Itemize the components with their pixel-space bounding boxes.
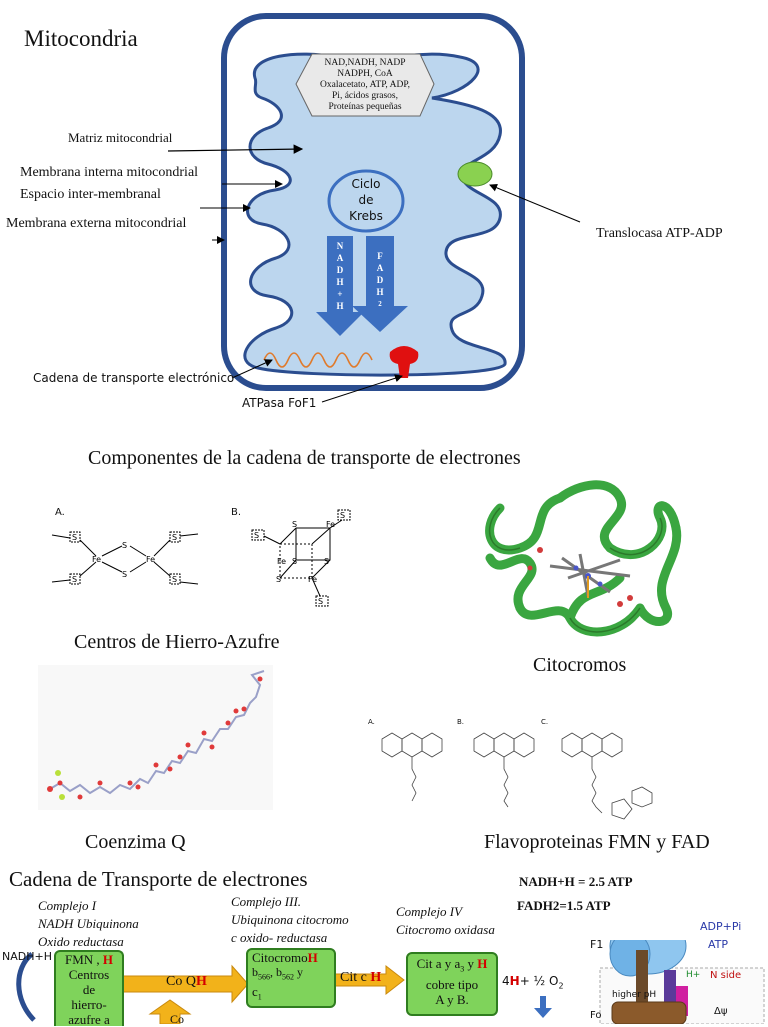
dpsi-label: Δψ: [714, 1006, 728, 1017]
mitocondria-title: Mitocondria: [24, 26, 138, 51]
chain-heading: Cadena de Transporte de electrones: [9, 867, 308, 891]
oxygen-label: 4H+ ½ O2: [502, 974, 564, 991]
svg-text:S: S: [318, 597, 323, 606]
svg-text:S: S: [172, 533, 177, 542]
svg-text:Fe: Fe: [326, 520, 335, 529]
label-membrana-interna: Membrana interna mitocondrial: [20, 165, 199, 180]
svg-text:S: S: [276, 575, 281, 584]
svg-text:Fe: Fe: [92, 555, 101, 564]
f1-label: F1: [590, 938, 604, 951]
nadh-input: NADH+H: [2, 950, 52, 963]
co-label: Co: [170, 1012, 185, 1026]
atpase-shape: [389, 346, 419, 378]
label-cadena: Cadena de transporte electrónico: [33, 371, 235, 385]
coq-label: Coenzima Q: [85, 831, 186, 853]
fadh-arrow: [352, 236, 408, 332]
flavo-b-label: B.: [457, 718, 465, 726]
complejo-i-box: FMN , H Centros de hierro- azufre a: [54, 950, 124, 1027]
hexagon-text: NAD,NADH, NADP NADPH, CoA Oxalacetato, A…: [320, 58, 410, 112]
svg-text:Fe: Fe: [146, 555, 155, 564]
fes-label: Centros de Hierro-Azufre: [74, 631, 280, 653]
coqh-label: Co QH: [166, 974, 207, 989]
svg-text:S: S: [292, 557, 297, 566]
svg-text:S: S: [292, 520, 297, 529]
nadh-arrow: [316, 236, 364, 336]
nadh-atp-text: NADH+H = 2.5 ATP: [519, 874, 633, 889]
citc-label: Cit c H: [340, 970, 382, 985]
label-matriz: Matriz mitocondrial: [68, 130, 173, 145]
flavo-label: Flavoproteinas FMN y FAD: [484, 831, 710, 853]
components-heading: Componentes de la cadena de transporte d…: [88, 447, 521, 469]
svg-text:S: S: [72, 533, 77, 542]
complejo-iv-box: Cit a y a3 y H cobre tipo A y B.: [406, 952, 498, 1016]
svg-text:S: S: [324, 557, 329, 566]
nside-label: N side: [710, 970, 742, 981]
flavo-c-label: C.: [541, 718, 549, 726]
label-atpasa: ATPasa FoF1: [242, 396, 317, 410]
flavo-a-label: A.: [368, 718, 375, 726]
svg-text:S: S: [340, 511, 345, 520]
fes-b-label: B.: [231, 507, 242, 518]
label-translocasa: Translocasa ATP-ADP: [596, 226, 723, 241]
label-espacio: Espacio inter-membranal: [20, 187, 161, 202]
svg-text:Fe: Fe: [308, 575, 317, 584]
atp-label: ATP: [708, 938, 729, 951]
complejo-iii-box: CitocromoH b566, b562 y c1: [246, 948, 336, 1008]
electron-chain-wave: [263, 352, 373, 368]
fo-label: Fo: [590, 1010, 602, 1021]
svg-text:S: S: [72, 575, 77, 584]
fes-a-label: A.: [55, 507, 65, 518]
chain-graphics: [16, 940, 765, 1024]
svg-text:S: S: [172, 575, 177, 584]
fadh-atp-text: FADH2=1.5 ATP: [517, 898, 611, 913]
hplus-label: H+: [686, 970, 701, 980]
label-membrana-externa: Membrana externa mitocondrial: [6, 216, 187, 231]
svg-text:Fe: Fe: [277, 557, 286, 566]
metabolite-hexagon: [295, 53, 435, 117]
higher-ph-label: higher pH: [612, 990, 657, 1000]
mitochondrion-diagram: [167, 13, 581, 403]
cytochrome-structure-image: [485, 480, 682, 637]
adp-label: ADP+Pi: [700, 920, 742, 933]
citocromos-label: Citocromos: [533, 654, 627, 676]
krebs-cycle-circle: [327, 169, 405, 233]
flavoprotein-structures-image: [381, 732, 653, 820]
svg-text:S: S: [122, 541, 127, 550]
coenzyme-q-structure-image: [38, 665, 273, 810]
svg-text:S: S: [122, 570, 127, 579]
svg-text:S: S: [254, 531, 259, 540]
translocase-oval: [457, 161, 493, 187]
